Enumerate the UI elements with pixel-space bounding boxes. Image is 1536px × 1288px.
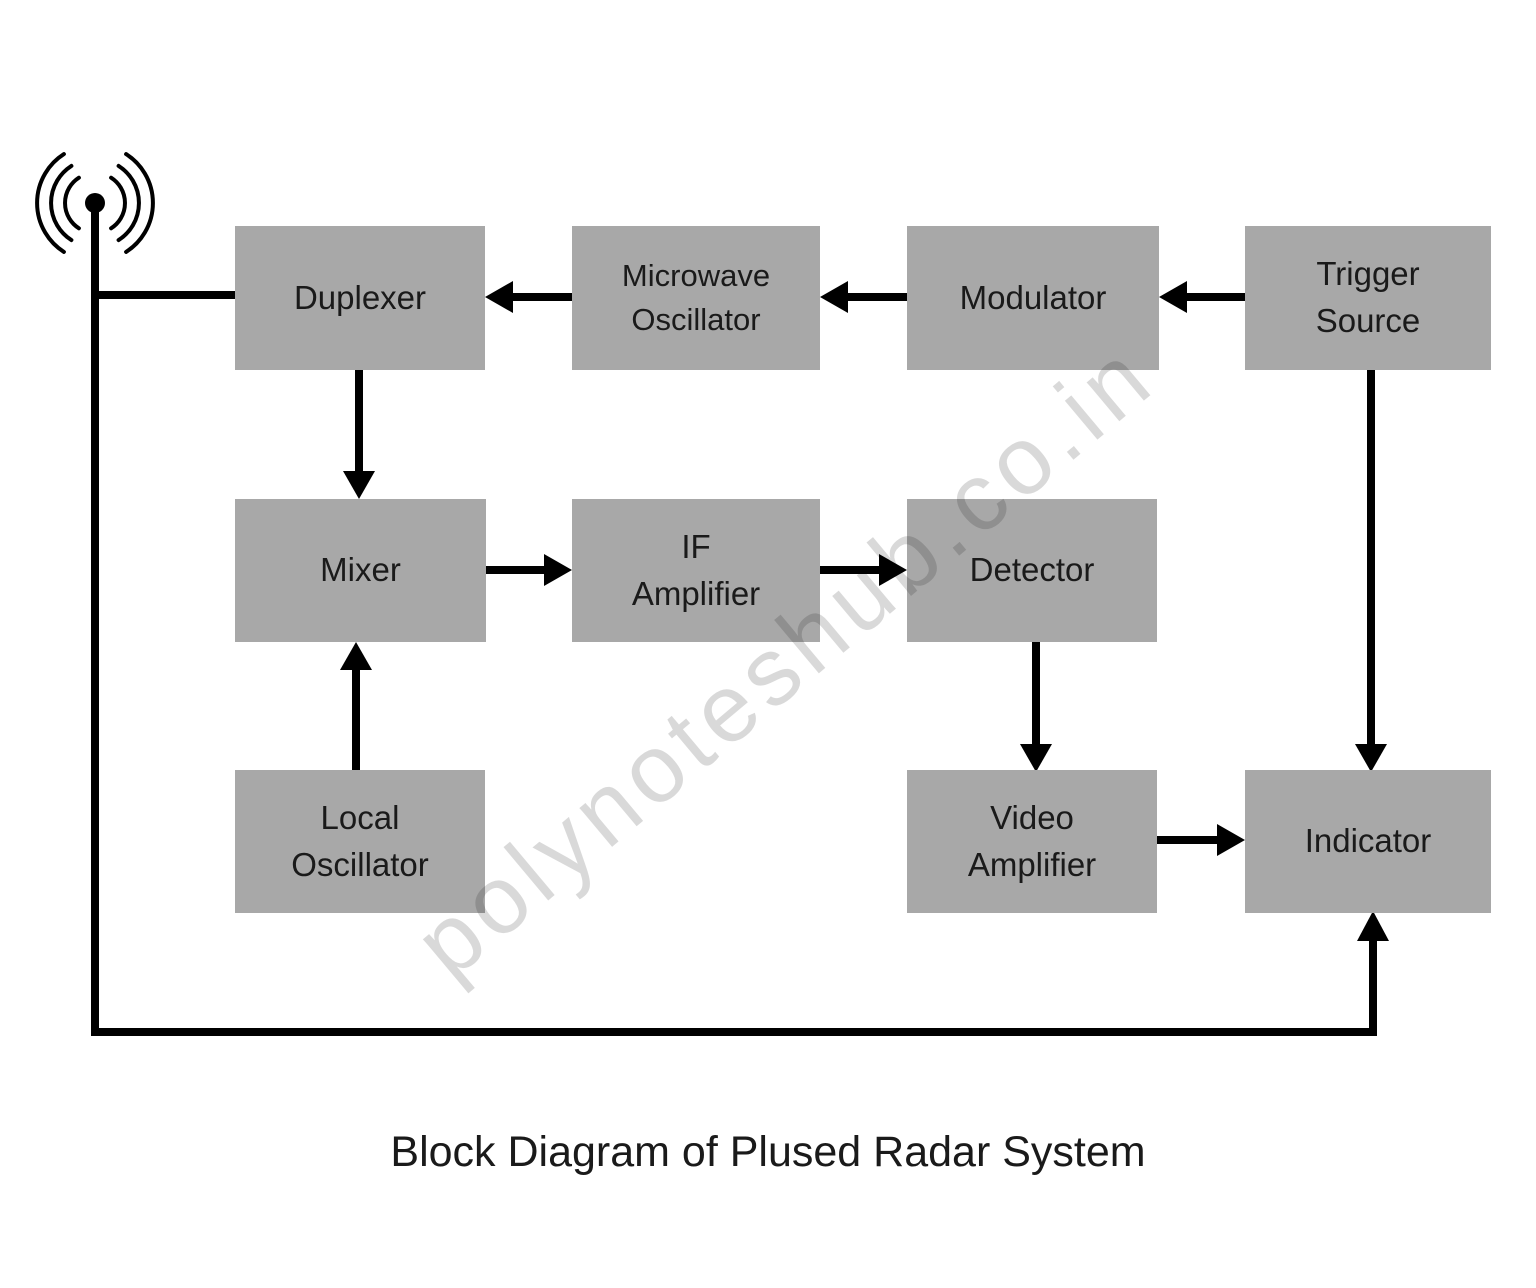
block-if-amplifier-label2: Amplifier — [631, 574, 761, 612]
block-duplexer-label: Duplexer — [293, 278, 427, 316]
block-if-amplifier: IF Amplifier — [572, 499, 820, 642]
block-detector: Detector — [907, 499, 1157, 642]
block-detector-label: Detector — [969, 551, 1095, 589]
block-mixer: Mixer — [235, 499, 486, 642]
block-local-oscillator-label2: Oscillator — [291, 845, 429, 883]
block-mixer-label: Mixer — [320, 551, 401, 589]
block-indicator: Indicator — [1245, 770, 1491, 913]
block-local-oscillator: Local Oscillator — [235, 770, 485, 913]
arrowhead-left-icon — [820, 281, 848, 313]
block-video-amplifier-label: Video — [990, 798, 1074, 836]
antenna-wave-arcs-icon — [35, 152, 155, 254]
diagram-caption: Block Diagram of Plused Radar System — [390, 1128, 1146, 1176]
arrowhead-left-icon — [1159, 281, 1187, 313]
block-modulator: Modulator — [907, 226, 1159, 370]
block-duplexer: Duplexer — [235, 226, 485, 370]
block-microwave-oscillator: Microwave Oscillator — [572, 226, 820, 370]
feedback-arrowhead-icon — [1357, 911, 1389, 941]
antenna-to-indicator-feedback-line — [91, 207, 1377, 1036]
block-modulator-label: Modulator — [959, 278, 1107, 316]
antenna-dot-icon — [85, 193, 105, 213]
block-video-amplifier: Video Amplifier — [907, 770, 1157, 913]
block-if-amplifier-label: IF — [681, 527, 711, 565]
arrowhead-up-icon — [340, 642, 372, 670]
block-microwave-oscillator-label2: Oscillator — [631, 302, 761, 337]
block-trigger-source-label: Trigger — [1316, 255, 1420, 293]
block-microwave-oscillator-label: Microwave — [621, 257, 771, 293]
arrowhead-right-icon — [879, 554, 907, 586]
block-video-amplifier-label2: Amplifier — [967, 845, 1097, 883]
arrowhead-down-icon — [1020, 744, 1052, 772]
block-trigger-source: Trigger Source — [1245, 226, 1491, 370]
block-indicator-label: Indicator — [1304, 822, 1432, 860]
block-local-oscillator-label: Local — [320, 798, 400, 836]
arrowhead-right-icon — [544, 554, 572, 586]
block-trigger-source-label2: Source — [1315, 302, 1421, 339]
arrowhead-down-icon — [343, 471, 375, 499]
arrowhead-right-icon — [1217, 824, 1245, 856]
arrowhead-down-icon — [1355, 744, 1387, 772]
arrowhead-left-icon — [485, 281, 513, 313]
